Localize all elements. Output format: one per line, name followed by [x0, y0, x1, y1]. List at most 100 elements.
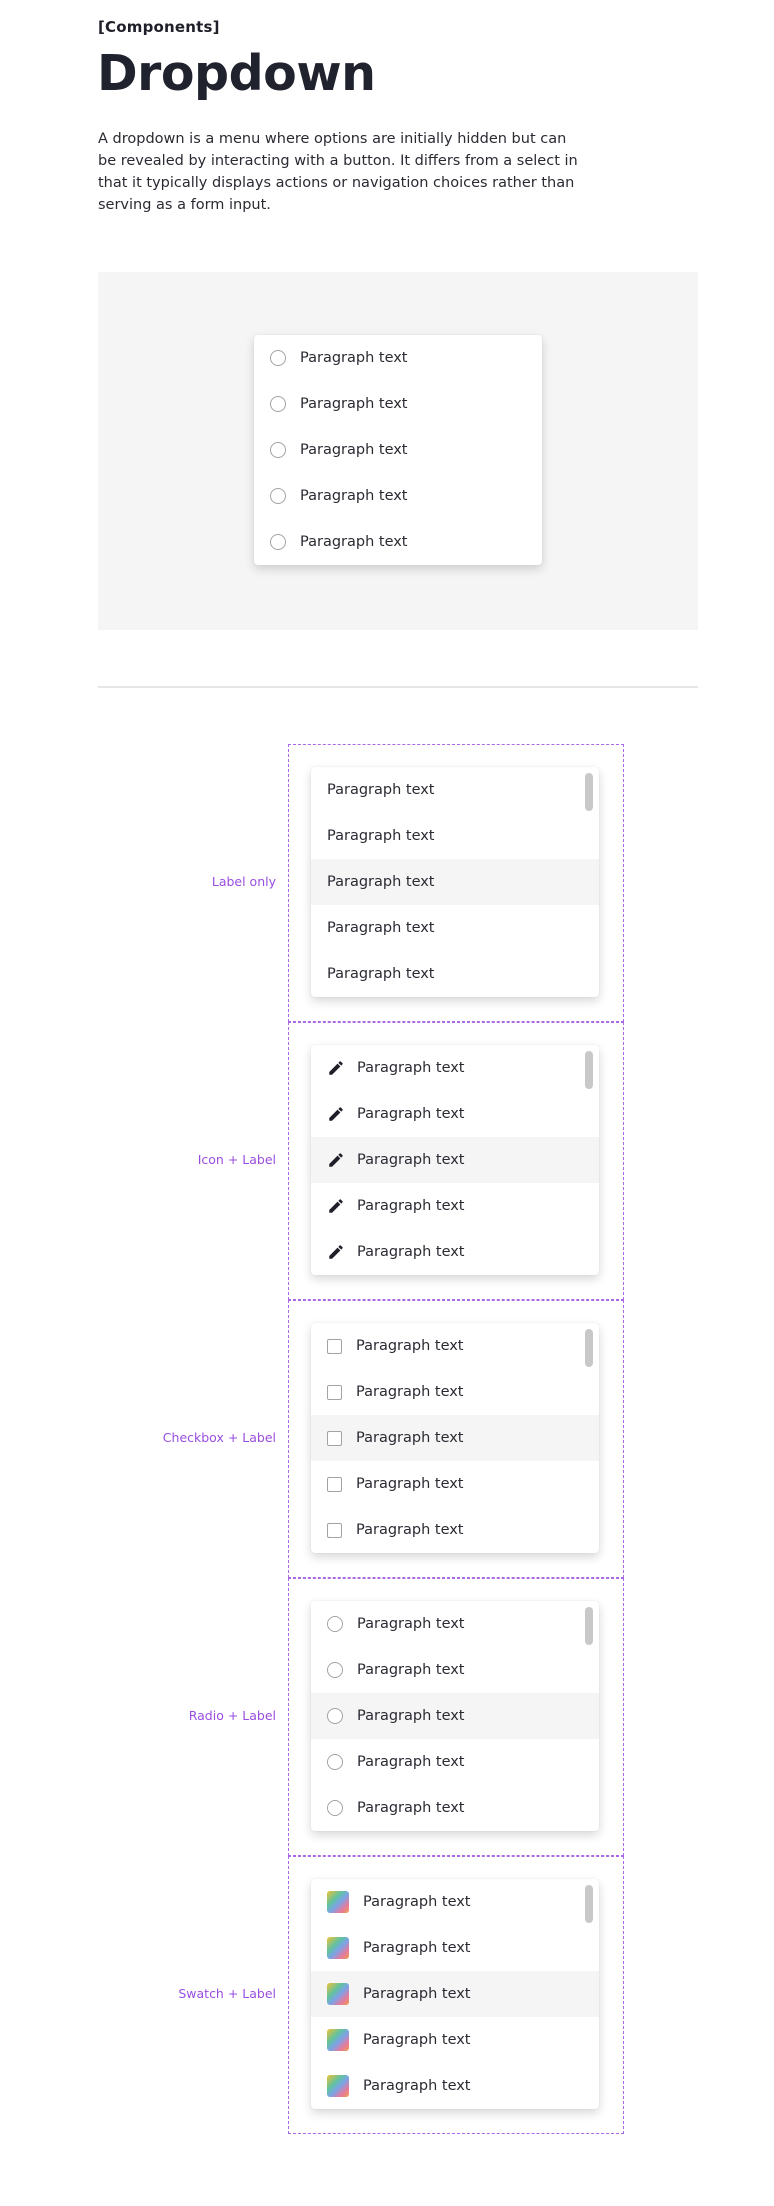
menu-item[interactable]: Paragraph text — [311, 1045, 599, 1091]
variant-checkbox-label — [288, 1300, 624, 1578]
menu-item[interactable]: Paragraph text — [311, 1507, 599, 1553]
color-swatch — [327, 2029, 349, 2051]
pencil-icon — [329, 1061, 343, 1075]
menu-item-label: Paragraph text — [363, 1940, 471, 1956]
menu-item-label: Paragraph text — [300, 534, 408, 550]
menu-item[interactable]: Paragraph text — [311, 1323, 599, 1369]
menu-item[interactable]: Paragraph text — [311, 1879, 599, 1925]
dropdown-menu-checkbox-label: Paragraph text Paragraph text Paragraph … — [311, 1323, 599, 1553]
checkbox[interactable] — [327, 1430, 342, 1446]
menu-item-hovered[interactable]: Paragraph text — [311, 1415, 599, 1461]
scrollbar-thumb[interactable] — [585, 1607, 593, 1645]
color-swatch — [327, 1937, 349, 1959]
pencil-icon — [329, 1199, 343, 1213]
checkbox[interactable] — [327, 1338, 342, 1354]
menu-item[interactable]: Paragraph text — [311, 1601, 599, 1647]
menu-item-label: Paragraph text — [357, 1616, 465, 1632]
section-divider — [98, 686, 698, 688]
menu-item-label: Paragraph text — [327, 920, 435, 936]
menu-item-label: Paragraph text — [357, 1152, 465, 1168]
menu-item-label: Paragraph text — [357, 1198, 465, 1214]
pencil-icon — [329, 1107, 343, 1121]
variant-label-only — [288, 744, 624, 1022]
radio-button[interactable] — [327, 1708, 343, 1724]
menu-item[interactable]: Paragraph text — [254, 519, 542, 565]
menu-item[interactable]: Paragraph text — [254, 427, 542, 473]
eyebrow: [Components] — [98, 18, 220, 36]
dropdown-menu-swatch-label: Paragraph text Paragraph text Paragraph … — [311, 1879, 599, 2109]
menu-item-label: Paragraph text — [363, 1894, 471, 1910]
menu-item[interactable]: Paragraph text — [311, 2063, 599, 2109]
menu-item[interactable]: Paragraph text — [254, 473, 542, 519]
menu-item-label: Paragraph text — [356, 1476, 464, 1492]
menu-item[interactable]: Paragraph text — [311, 1229, 599, 1275]
dropdown-menu-radio-label: Paragraph text Paragraph text Paragraph … — [311, 1601, 599, 1831]
checkbox[interactable] — [327, 1384, 342, 1400]
menu-item-label: Paragraph text — [300, 396, 408, 412]
menu-item[interactable]: Paragraph text — [311, 1647, 599, 1693]
menu-item-label: Paragraph text — [363, 2078, 471, 2094]
color-swatch — [327, 1891, 349, 1913]
preview-area: Paragraph text Paragraph text Paragraph … — [98, 272, 698, 630]
variant-icon-label — [288, 1022, 624, 1300]
menu-item[interactable]: Paragraph text — [311, 1461, 599, 1507]
scrollbar-thumb[interactable] — [585, 773, 593, 811]
menu-item-hovered[interactable]: Paragraph text — [311, 1971, 599, 2017]
radio-button[interactable] — [270, 350, 286, 366]
dropdown-menu-label-only: Paragraph text Paragraph text Paragraph … — [311, 767, 599, 997]
variant-radio-label — [288, 1578, 624, 1856]
menu-item-label: Paragraph text — [356, 1338, 464, 1354]
scrollbar-thumb[interactable] — [585, 1329, 593, 1367]
preview-dropdown-menu: Paragraph text Paragraph text Paragraph … — [254, 335, 542, 565]
menu-item[interactable]: Paragraph text — [254, 381, 542, 427]
menu-item-label: Paragraph text — [356, 1384, 464, 1400]
menu-item[interactable]: Paragraph text — [311, 1183, 599, 1229]
radio-button[interactable] — [270, 488, 286, 504]
radio-button[interactable] — [327, 1616, 343, 1632]
menu-item-label: Paragraph text — [300, 442, 408, 458]
pencil-icon — [329, 1245, 343, 1259]
menu-item[interactable]: Paragraph text — [311, 1785, 599, 1831]
scrollbar-thumb[interactable] — [585, 1051, 593, 1089]
menu-item[interactable]: Paragraph text — [254, 335, 542, 381]
menu-item-hovered[interactable]: Paragraph text — [311, 859, 599, 905]
menu-item-label: Paragraph text — [363, 1986, 471, 2002]
variant-label: Swatch + Label — [178, 1986, 276, 2001]
menu-item[interactable]: Paragraph text — [311, 1369, 599, 1415]
menu-item[interactable]: Paragraph text — [311, 813, 599, 859]
pencil-icon — [329, 1153, 343, 1167]
menu-item-label: Paragraph text — [357, 1244, 465, 1260]
menu-item-label: Paragraph text — [356, 1522, 464, 1538]
menu-item[interactable]: Paragraph text — [311, 1739, 599, 1785]
menu-item[interactable]: Paragraph text — [311, 1925, 599, 1971]
menu-item[interactable]: Paragraph text — [311, 767, 599, 813]
menu-item-label: Paragraph text — [356, 1430, 464, 1446]
menu-item-label: Paragraph text — [300, 488, 408, 504]
color-swatch — [327, 1983, 349, 2005]
menu-item-label: Paragraph text — [300, 350, 408, 366]
menu-item-label: Paragraph text — [327, 874, 435, 890]
menu-item-label: Paragraph text — [357, 1106, 465, 1122]
radio-button[interactable] — [327, 1800, 343, 1816]
menu-item-label: Paragraph text — [327, 828, 435, 844]
radio-button[interactable] — [270, 442, 286, 458]
menu-item-label: Paragraph text — [357, 1708, 465, 1724]
scrollbar-thumb[interactable] — [585, 1885, 593, 1923]
checkbox[interactable] — [327, 1476, 342, 1492]
radio-button[interactable] — [327, 1662, 343, 1678]
checkbox[interactable] — [327, 1522, 342, 1538]
radio-button[interactable] — [270, 396, 286, 412]
radio-button[interactable] — [327, 1754, 343, 1770]
radio-button[interactable] — [270, 534, 286, 550]
page-description: A dropdown is a menu where options are i… — [98, 131, 578, 213]
variant-label: Radio + Label — [188, 1708, 276, 1723]
menu-item-hovered[interactable]: Paragraph text — [311, 1693, 599, 1739]
menu-item-label: Paragraph text — [357, 1754, 465, 1770]
menu-item[interactable]: Paragraph text — [311, 1091, 599, 1137]
variant-label: Icon + Label — [197, 1152, 276, 1167]
menu-item[interactable]: Paragraph text — [311, 905, 599, 951]
menu-item[interactable]: Paragraph text — [311, 2017, 599, 2063]
variant-label: Label only — [211, 874, 276, 889]
menu-item-hovered[interactable]: Paragraph text — [311, 1137, 599, 1183]
menu-item[interactable]: Paragraph text — [311, 951, 599, 997]
